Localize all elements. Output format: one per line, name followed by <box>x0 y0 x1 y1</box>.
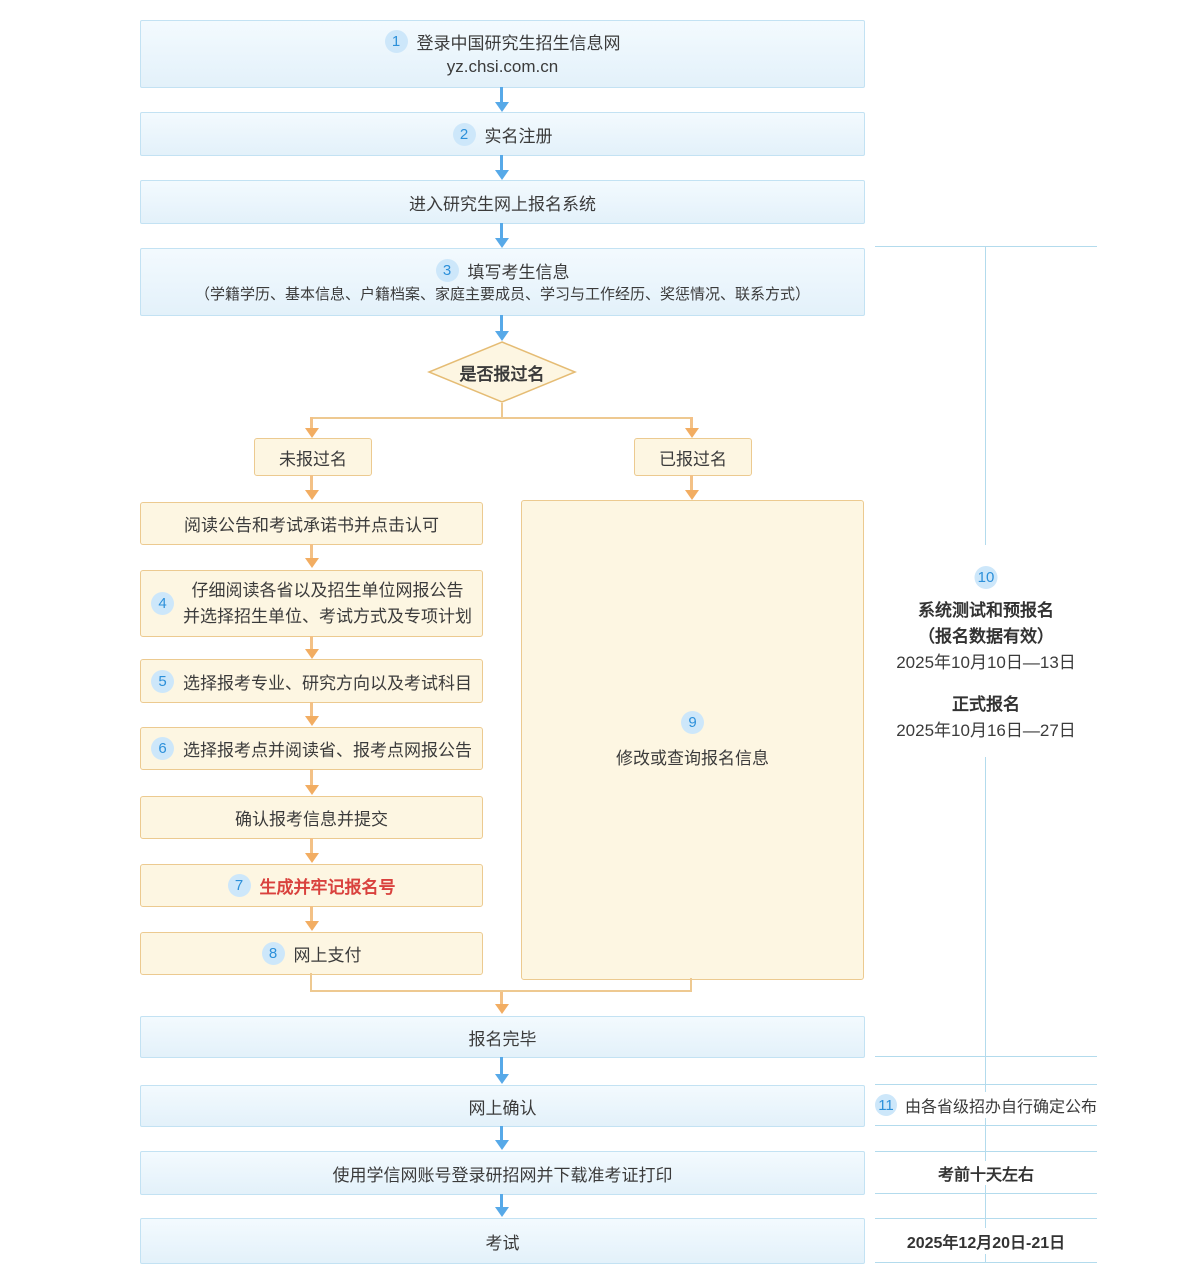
step8-box: 8 网上支付 <box>140 932 483 975</box>
exam-label: 考试 <box>485 1233 520 1253</box>
diamond-shape <box>427 341 577 403</box>
note10-sub1: （报名数据有效） <box>917 627 1054 646</box>
arrow-down-icon <box>684 417 699 438</box>
step4-line2: 并选择招生单位、考试方式及专项计划 <box>183 606 472 626</box>
step6-box: 6 选择报考点并阅读省、报考点网报公告 <box>140 727 483 770</box>
note10-date1: 2025年10月10日—13日 <box>896 653 1076 672</box>
arrow-down-icon <box>304 417 319 438</box>
before-exam-row: 考前十天左右 <box>927 1161 1045 1185</box>
confirm-online-box: 网上确认 <box>140 1085 865 1127</box>
step3-label: 填写考生信息 <box>467 262 570 282</box>
step-number-badge: 4 <box>151 592 174 615</box>
connector-line <box>311 417 692 419</box>
download-ticket-label: 使用学信网账号登录研招网并下载准考证打印 <box>332 1165 673 1185</box>
decision-label: 是否报过名 <box>459 364 545 384</box>
step9-box: 9 修改或查询报名信息 <box>521 500 864 980</box>
arrow-down-icon <box>494 1057 509 1084</box>
arrow-down-icon <box>304 544 319 568</box>
step2-label: 实名注册 <box>484 126 553 146</box>
arrow-down-icon <box>494 315 509 341</box>
step9-label: 修改或查询报名信息 <box>616 749 769 768</box>
note10-badge-wrap: 10 <box>964 565 1008 589</box>
sidebar-divider <box>875 1193 1097 1194</box>
arrow-down-icon <box>494 1194 509 1217</box>
download-ticket-box: 使用学信网账号登录研招网并下载准考证打印 <box>140 1151 865 1195</box>
arrow-down-icon <box>494 155 509 180</box>
step-number-badge: 7 <box>227 874 251 897</box>
enter-system-box: 进入研究生网上报名系统 <box>140 180 865 224</box>
arrow-down-icon <box>494 223 509 248</box>
read-notice-box: 阅读公告和考试承诺书并点击认可 <box>140 502 483 545</box>
finish-box: 报名完毕 <box>140 1016 865 1058</box>
step7-box: 7 生成并牢记报名号 <box>140 864 483 907</box>
sidebar-divider <box>875 1125 1097 1126</box>
connector-line <box>690 978 692 992</box>
step-number-badge: 1 <box>384 30 408 53</box>
step-number-badge: 9 <box>681 711 704 734</box>
step6-label: 选择报考点并阅读省、报考点网报公告 <box>183 741 472 760</box>
note10-heading1: 系统测试和预报名 <box>917 601 1054 620</box>
connector-line <box>310 990 692 992</box>
exam-date-label: 2025年12月20日-21日 <box>906 1235 1066 1252</box>
note10-date2: 2025年10月16日—27日 <box>896 721 1076 740</box>
step5-box: 5 选择报考专业、研究方向以及考试科目 <box>140 659 483 703</box>
finish-label: 报名完毕 <box>468 1029 537 1049</box>
note11-label: 由各省级招办自行确定公布 <box>904 1099 1098 1116</box>
sidebar-divider <box>875 1262 1097 1263</box>
step-number-badge: 11 <box>874 1094 897 1116</box>
sidebar-vertical-line <box>985 246 986 545</box>
enter-system-label: 进入研究生网上报名系统 <box>409 194 596 214</box>
read-notice-label: 阅读公告和考试承诺书并点击认可 <box>184 516 439 535</box>
decision-diamond: 是否报过名 <box>427 341 577 403</box>
step8-label: 网上支付 <box>293 946 362 965</box>
sidebar-divider <box>875 246 1097 247</box>
branch-registered-label: 已报过名 <box>659 449 727 469</box>
arrow-down-icon <box>304 702 319 726</box>
connector-line <box>310 973 312 992</box>
note10-block: 系统测试和预报名 （报名数据有效） 2025年10月10日—13日 正式报名 2… <box>896 598 1076 744</box>
arrow-down-icon <box>304 636 319 659</box>
arrow-down-icon <box>304 906 319 931</box>
arrow-down-icon <box>684 475 699 500</box>
sidebar-vertical-line <box>985 757 986 1262</box>
step1-url: yz.chsi.com.cn <box>446 57 559 76</box>
confirm-online-label: 网上确认 <box>468 1098 537 1118</box>
step-number-badge: 5 <box>151 669 174 693</box>
step3-box: 3 填写考生信息 （学籍学历、基本信息、户籍档案、家庭主要成员、学习与工作经历、… <box>140 248 865 316</box>
step-number-badge: 3 <box>435 258 459 282</box>
sidebar-divider <box>875 1084 1097 1085</box>
step3-detail: （学籍学历、基本信息、户籍档案、家庭主要成员、学习与工作经历、奖惩情况、联系方式… <box>194 285 810 303</box>
step1-label: 登录中国研究生招生信息网 <box>416 34 621 53</box>
step2-box: 2 实名注册 <box>140 112 865 156</box>
branch-not-registered-box: 未报过名 <box>254 438 372 476</box>
branch-registered-box: 已报过名 <box>634 438 752 476</box>
step4-box: 4 仔细阅读各省以及招生单位网报公告 并选择招生单位、考试方式及专项计划 <box>140 570 483 637</box>
sidebar-divider <box>875 1056 1097 1057</box>
step-number-badge: 6 <box>151 737 174 760</box>
confirm-submit-box: 确认报考信息并提交 <box>140 796 483 839</box>
step7-label: 生成并牢记报名号 <box>259 878 396 897</box>
step1-box: 1 登录中国研究生招生信息网 yz.chsi.com.cn <box>140 20 865 88</box>
arrow-down-icon <box>494 1126 509 1150</box>
arrow-down-icon <box>494 992 509 1014</box>
sidebar-divider <box>875 1151 1097 1152</box>
branch-not-registered-label: 未报过名 <box>279 449 347 469</box>
arrow-down-icon <box>304 769 319 795</box>
step-number-badge: 8 <box>261 942 285 965</box>
arrow-down-icon <box>304 838 319 863</box>
connector-line <box>501 403 503 417</box>
step5-label: 选择报考专业、研究方向以及考试科目 <box>183 673 472 693</box>
step-number-badge: 10 <box>974 565 998 589</box>
step4-line1: 仔细阅读各省以及招生单位网报公告 <box>191 580 464 600</box>
before-exam-label: 考前十天左右 <box>937 1167 1035 1184</box>
exam-box: 考试 <box>140 1218 865 1264</box>
note11-row: 11 由各省级招办自行确定公布 <box>864 1092 1108 1118</box>
arrow-down-icon <box>494 87 509 112</box>
step-number-badge: 2 <box>452 122 476 146</box>
note10-heading2: 正式报名 <box>951 695 1020 714</box>
confirm-submit-label: 确认报考信息并提交 <box>235 810 388 829</box>
exam-date-row: 2025年12月20日-21日 <box>896 1228 1076 1254</box>
arrow-down-icon <box>304 475 319 500</box>
sidebar-divider <box>875 1218 1097 1219</box>
